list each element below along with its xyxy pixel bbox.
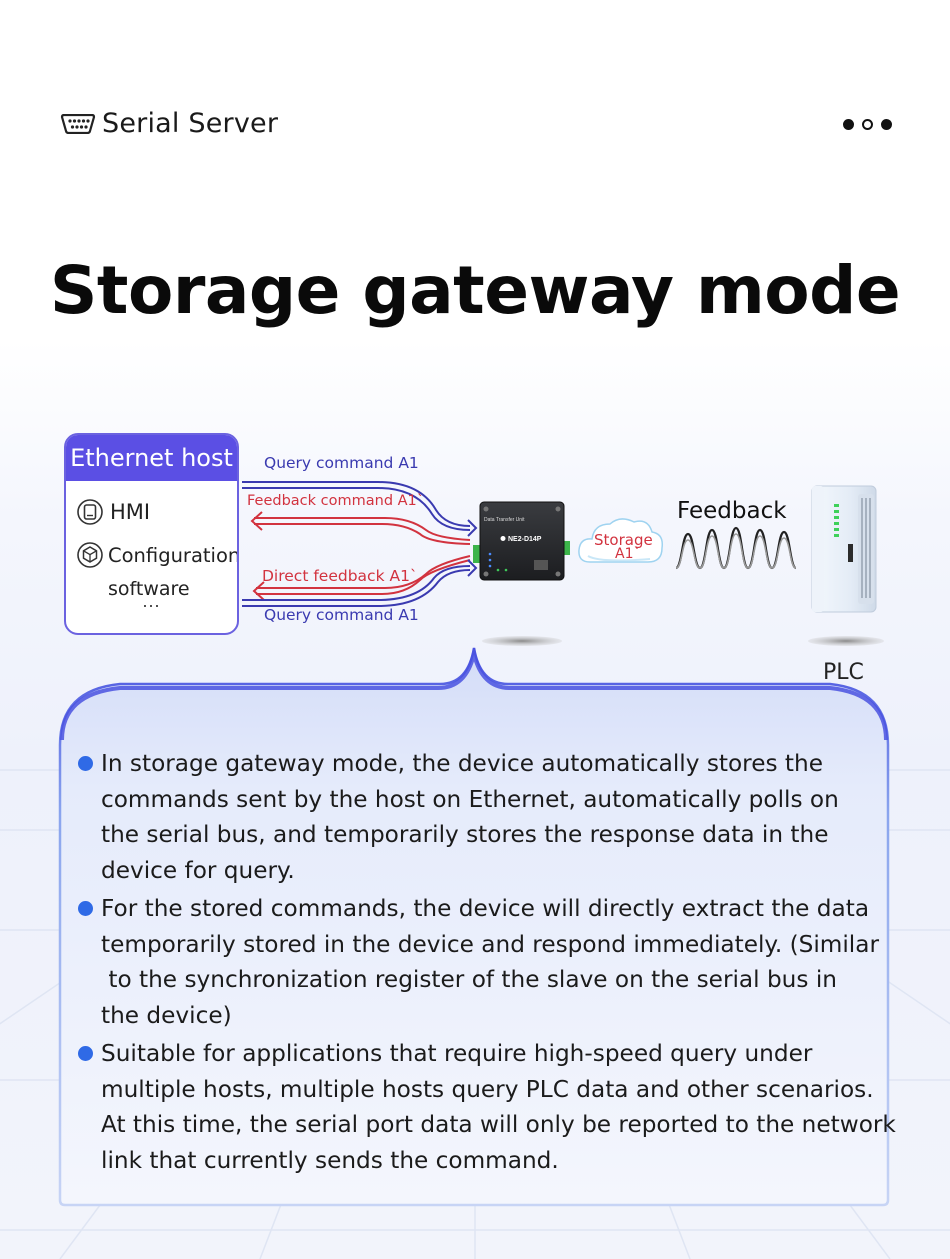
storage-label: Storage [594,531,653,549]
bullet-line: At this time, the serial port data will … [101,1111,896,1138]
page-dot [881,119,892,130]
hmi-icon [77,499,103,525]
content-panel-shape [58,647,890,1207]
list-item: Suitable for applications that require h… [78,1036,896,1178]
feedback-label: Feedback [677,498,787,524]
bottom-query-label: Query command A1 [264,606,419,624]
top-feedback-label: Feedback command A1` [247,493,425,509]
gateway-device: Data Transfer Unit NE2-D14P [473,501,570,581]
bullet-line: the serial bus, and temporarily stores t… [101,821,829,848]
host-item-label: HMI [110,500,151,524]
bullet-line: multiple hosts, multiple hosts query PLC… [101,1075,874,1103]
plc-device [811,485,877,613]
bullet-line: the device) [101,1001,232,1029]
top-arrow-group [242,481,478,545]
bullet-dot-icon [78,1046,93,1061]
serial-port-icon [60,113,96,134]
list-item: In storage gateway mode, the device auto… [78,746,888,888]
host-more-ellipsis: ··· [142,595,160,615]
host-item-label: Configuration [108,543,239,567]
page-dot [843,119,854,130]
bullet-line: For the stored commands, the device will… [101,895,870,922]
bullet-line: Suitable for applications that require h… [101,1040,813,1067]
bullet-line: to the synchronization register of the s… [101,966,837,993]
device-header-text: Data Transfer Unit [484,517,525,523]
storage-cloud [578,518,664,563]
bullet-line: commands sent by the host on Ethernet, a… [101,785,839,813]
host-item-hmi: HMI [76,498,150,526]
bullet-dot-icon [78,756,93,771]
main-title: Storage gateway mode [49,252,901,329]
top-query-label: Query command A1 [264,454,419,472]
bottom-feedback-label: Direct feedback A1` [262,567,418,585]
device-model-text: NE2-D14P [508,536,542,543]
plc-label: PLC [823,660,864,685]
bullet-line: temporarily stored in the device and res… [101,930,879,958]
description-list: In storage gateway mode, the device auto… [78,746,896,1178]
configuration-icon [77,542,103,568]
page-indicator [843,119,892,130]
list-item: For the stored commands, the device will… [78,891,888,1033]
header-title: Serial Server [102,108,279,139]
bullet-line: device for query. [101,856,295,884]
bullet-dot-icon [78,901,93,916]
storage-value-label: A1` [615,546,641,562]
host-item-configuration: Configuration [76,541,239,569]
ethernet-host-box: Ethernet host HMI Configuration software… [64,433,239,635]
page-dot-current [862,119,873,130]
bullet-line: link that currently sends the command. [101,1146,559,1174]
header: Serial Server [60,108,278,139]
device-shadow [482,636,562,646]
plc-shadow [808,636,884,646]
bullet-line: In storage gateway mode, the device auto… [101,750,823,777]
host-item-sub-label: software [108,578,190,600]
bottom-arrow-group [242,555,478,607]
ethernet-host-title: Ethernet host [66,435,237,481]
